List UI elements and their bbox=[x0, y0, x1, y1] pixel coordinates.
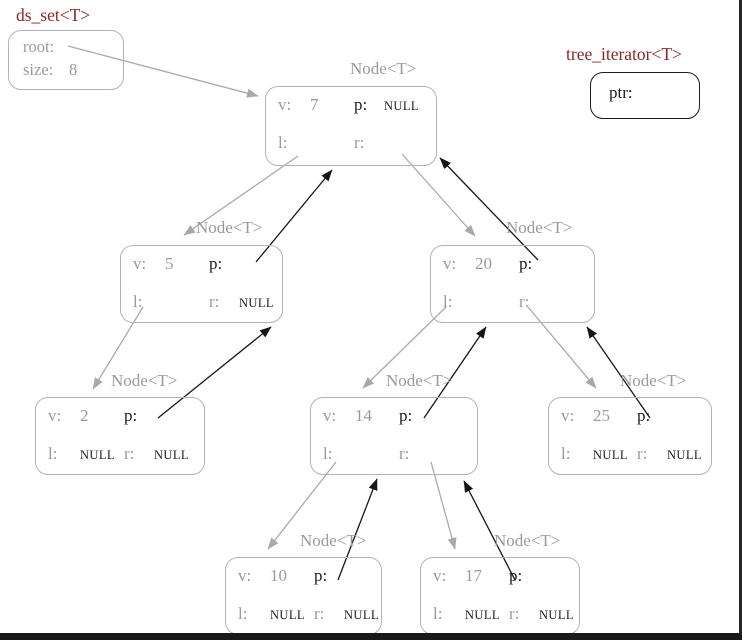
node25-l-value: NULL bbox=[593, 448, 628, 462]
node20-box: v: 20 p: l: r: bbox=[430, 245, 595, 323]
node2-r-label: r: bbox=[124, 444, 135, 463]
node10-v-label: v: bbox=[238, 566, 252, 585]
node14-r-label: r: bbox=[399, 444, 410, 463]
node14-title: Node<T> bbox=[386, 371, 453, 390]
node14-v-value: 14 bbox=[355, 406, 372, 425]
node7-title: Node<T> bbox=[350, 59, 417, 78]
node14-box: v: 14 p: l: r: bbox=[310, 397, 478, 475]
node7-box: v: 7 p: NULL l: r: bbox=[265, 86, 437, 166]
node5-box: v: 5 p: l: r: NULL bbox=[120, 245, 283, 323]
node5-l-label: l: bbox=[133, 292, 143, 311]
node25-v-value: 25 bbox=[593, 406, 610, 425]
node17-r-label: r: bbox=[509, 604, 520, 623]
node20-r-label: r: bbox=[519, 292, 530, 311]
node10-l-value: NULL bbox=[270, 608, 305, 622]
node5-v-value: 5 bbox=[165, 254, 174, 273]
node17-r-value: NULL bbox=[539, 608, 574, 622]
node14-v-label: v: bbox=[323, 406, 337, 425]
edge-node14-r-to-node17 bbox=[430, 461, 457, 550]
node25-l-label: l: bbox=[561, 444, 571, 463]
node2-title: Node<T> bbox=[111, 371, 178, 390]
node17-l-value: NULL bbox=[465, 608, 500, 622]
ds-set-title: ds_set<T> bbox=[16, 5, 91, 25]
node25-p-label: p: bbox=[637, 406, 651, 425]
node17-l-label: l: bbox=[433, 604, 443, 623]
node20-title: Node<T> bbox=[506, 218, 573, 237]
node10-l-label: l: bbox=[238, 604, 248, 623]
tree-iterator-title: tree_iterator<T> bbox=[566, 44, 682, 64]
node17-p-label: p: bbox=[509, 566, 523, 585]
node2-l-value: NULL bbox=[80, 448, 115, 462]
node10-box: v: 10 p: l: NULL r: NULL bbox=[225, 557, 382, 635]
node7-r-label: r: bbox=[354, 133, 365, 152]
node5-title: Node<T> bbox=[196, 218, 263, 237]
node2-v-value: 2 bbox=[80, 406, 89, 425]
node2-v-label: v: bbox=[48, 406, 62, 425]
node7-v-value: 7 bbox=[310, 95, 319, 114]
size-field-label: size: bbox=[23, 60, 54, 79]
window-bottom-edge bbox=[0, 633, 742, 640]
node7-p-value: NULL bbox=[384, 99, 419, 113]
edge-node7-r-to-node20 bbox=[401, 153, 476, 237]
node20-l-label: l: bbox=[443, 292, 453, 311]
node25-box: v: 25 p: l: NULL r: NULL bbox=[548, 397, 712, 475]
node17-v-value: 17 bbox=[465, 566, 482, 585]
node5-v-label: v: bbox=[133, 254, 147, 273]
ds-set-box: root: size: 8 bbox=[8, 30, 124, 90]
node17-box: v: 17 p: l: NULL r: NULL bbox=[420, 557, 580, 635]
node5-r-label: r: bbox=[209, 292, 220, 311]
node10-r-label: r: bbox=[314, 604, 325, 623]
node20-v-value: 20 bbox=[475, 254, 492, 273]
ptr-field-label: ptr: bbox=[609, 83, 633, 102]
node2-r-value: NULL bbox=[154, 448, 189, 462]
node25-r-value: NULL bbox=[667, 448, 702, 462]
node2-l-label: l: bbox=[48, 444, 58, 463]
node25-r-label: r: bbox=[637, 444, 648, 463]
window-right-edge bbox=[739, 0, 742, 640]
size-field-value: 8 bbox=[69, 60, 78, 79]
node2-p-label: p: bbox=[124, 406, 138, 425]
node7-p-label: p: bbox=[354, 95, 368, 114]
node25-title: Node<T> bbox=[620, 371, 687, 390]
root-field-label: root: bbox=[23, 37, 55, 56]
node10-r-value: NULL bbox=[344, 608, 379, 622]
node5-p-label: p: bbox=[209, 254, 223, 273]
node14-p-label: p: bbox=[399, 406, 413, 425]
node5-r-value: NULL bbox=[239, 296, 274, 310]
node25-v-label: v: bbox=[561, 406, 575, 425]
node7-v-label: v: bbox=[278, 95, 292, 114]
node10-title: Node<T> bbox=[300, 531, 367, 550]
node17-title: Node<T> bbox=[494, 531, 561, 550]
node10-v-value: 10 bbox=[270, 566, 287, 585]
node17-v-label: v: bbox=[433, 566, 447, 585]
node2-box: v: 2 p: l: NULL r: NULL bbox=[35, 397, 205, 475]
node20-v-label: v: bbox=[443, 254, 457, 273]
tree-iterator-box: ptr: bbox=[590, 72, 700, 119]
node10-p-label: p: bbox=[314, 566, 328, 585]
node7-l-label: l: bbox=[278, 133, 288, 152]
node20-p-label: p: bbox=[519, 254, 533, 273]
node14-l-label: l: bbox=[323, 444, 333, 463]
